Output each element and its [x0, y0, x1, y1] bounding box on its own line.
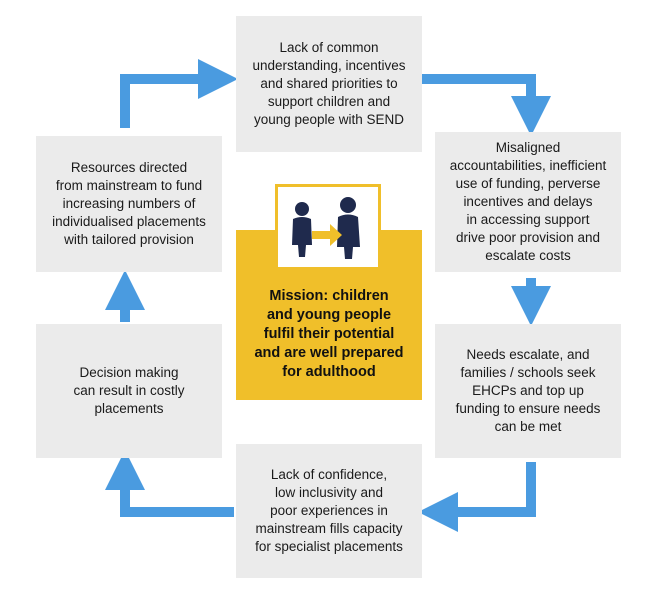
cycle-text-left-upper: Resources directed from mainstream to fu…: [52, 160, 206, 247]
left-person-body: [292, 217, 312, 257]
icon-card: [275, 184, 381, 270]
cycle-box-top: Lack of common understanding, incentives…: [236, 16, 422, 152]
cycle-box-right-lower: Needs escalate, and families / schools s…: [435, 324, 621, 458]
arrow-to-top: [120, 59, 238, 128]
left-person-head: [295, 202, 309, 216]
people-handover-icon: [292, 197, 360, 259]
right-person-head: [340, 197, 356, 213]
cycle-box-left-upper: Resources directed from mainstream to fu…: [36, 136, 222, 272]
cycle-text-right-lower: Needs escalate, and families / schools s…: [455, 347, 601, 434]
arrow-to-bottom: [418, 462, 536, 532]
cycle-text-left-lower: Decision making can result in costly pla…: [73, 365, 185, 416]
cycle-text-bottom: Lack of confidence, low inclusivity and …: [255, 467, 403, 554]
mission-statement: Mission: children and young people fulfi…: [254, 288, 404, 380]
cycle-box-right-upper: Misaligned accountabilities, inefficient…: [435, 132, 621, 272]
right-person-body: [337, 214, 360, 259]
cycle-box-bottom: Lack of confidence, low inclusivity and …: [236, 444, 422, 578]
cycle-box-left-lower: Decision making can result in costly pla…: [36, 324, 222, 458]
arrow-to-left-lower: [105, 450, 234, 517]
cycle-text-right-upper: Misaligned accountabilities, inefficient…: [449, 140, 607, 263]
cycle-text-top: Lack of common understanding, incentives…: [252, 40, 406, 127]
mission-box: Mission: children and young people fulfi…: [236, 230, 422, 400]
arrow-to-right-upper: [422, 74, 551, 136]
handover-arrow-icon: [312, 224, 342, 246]
